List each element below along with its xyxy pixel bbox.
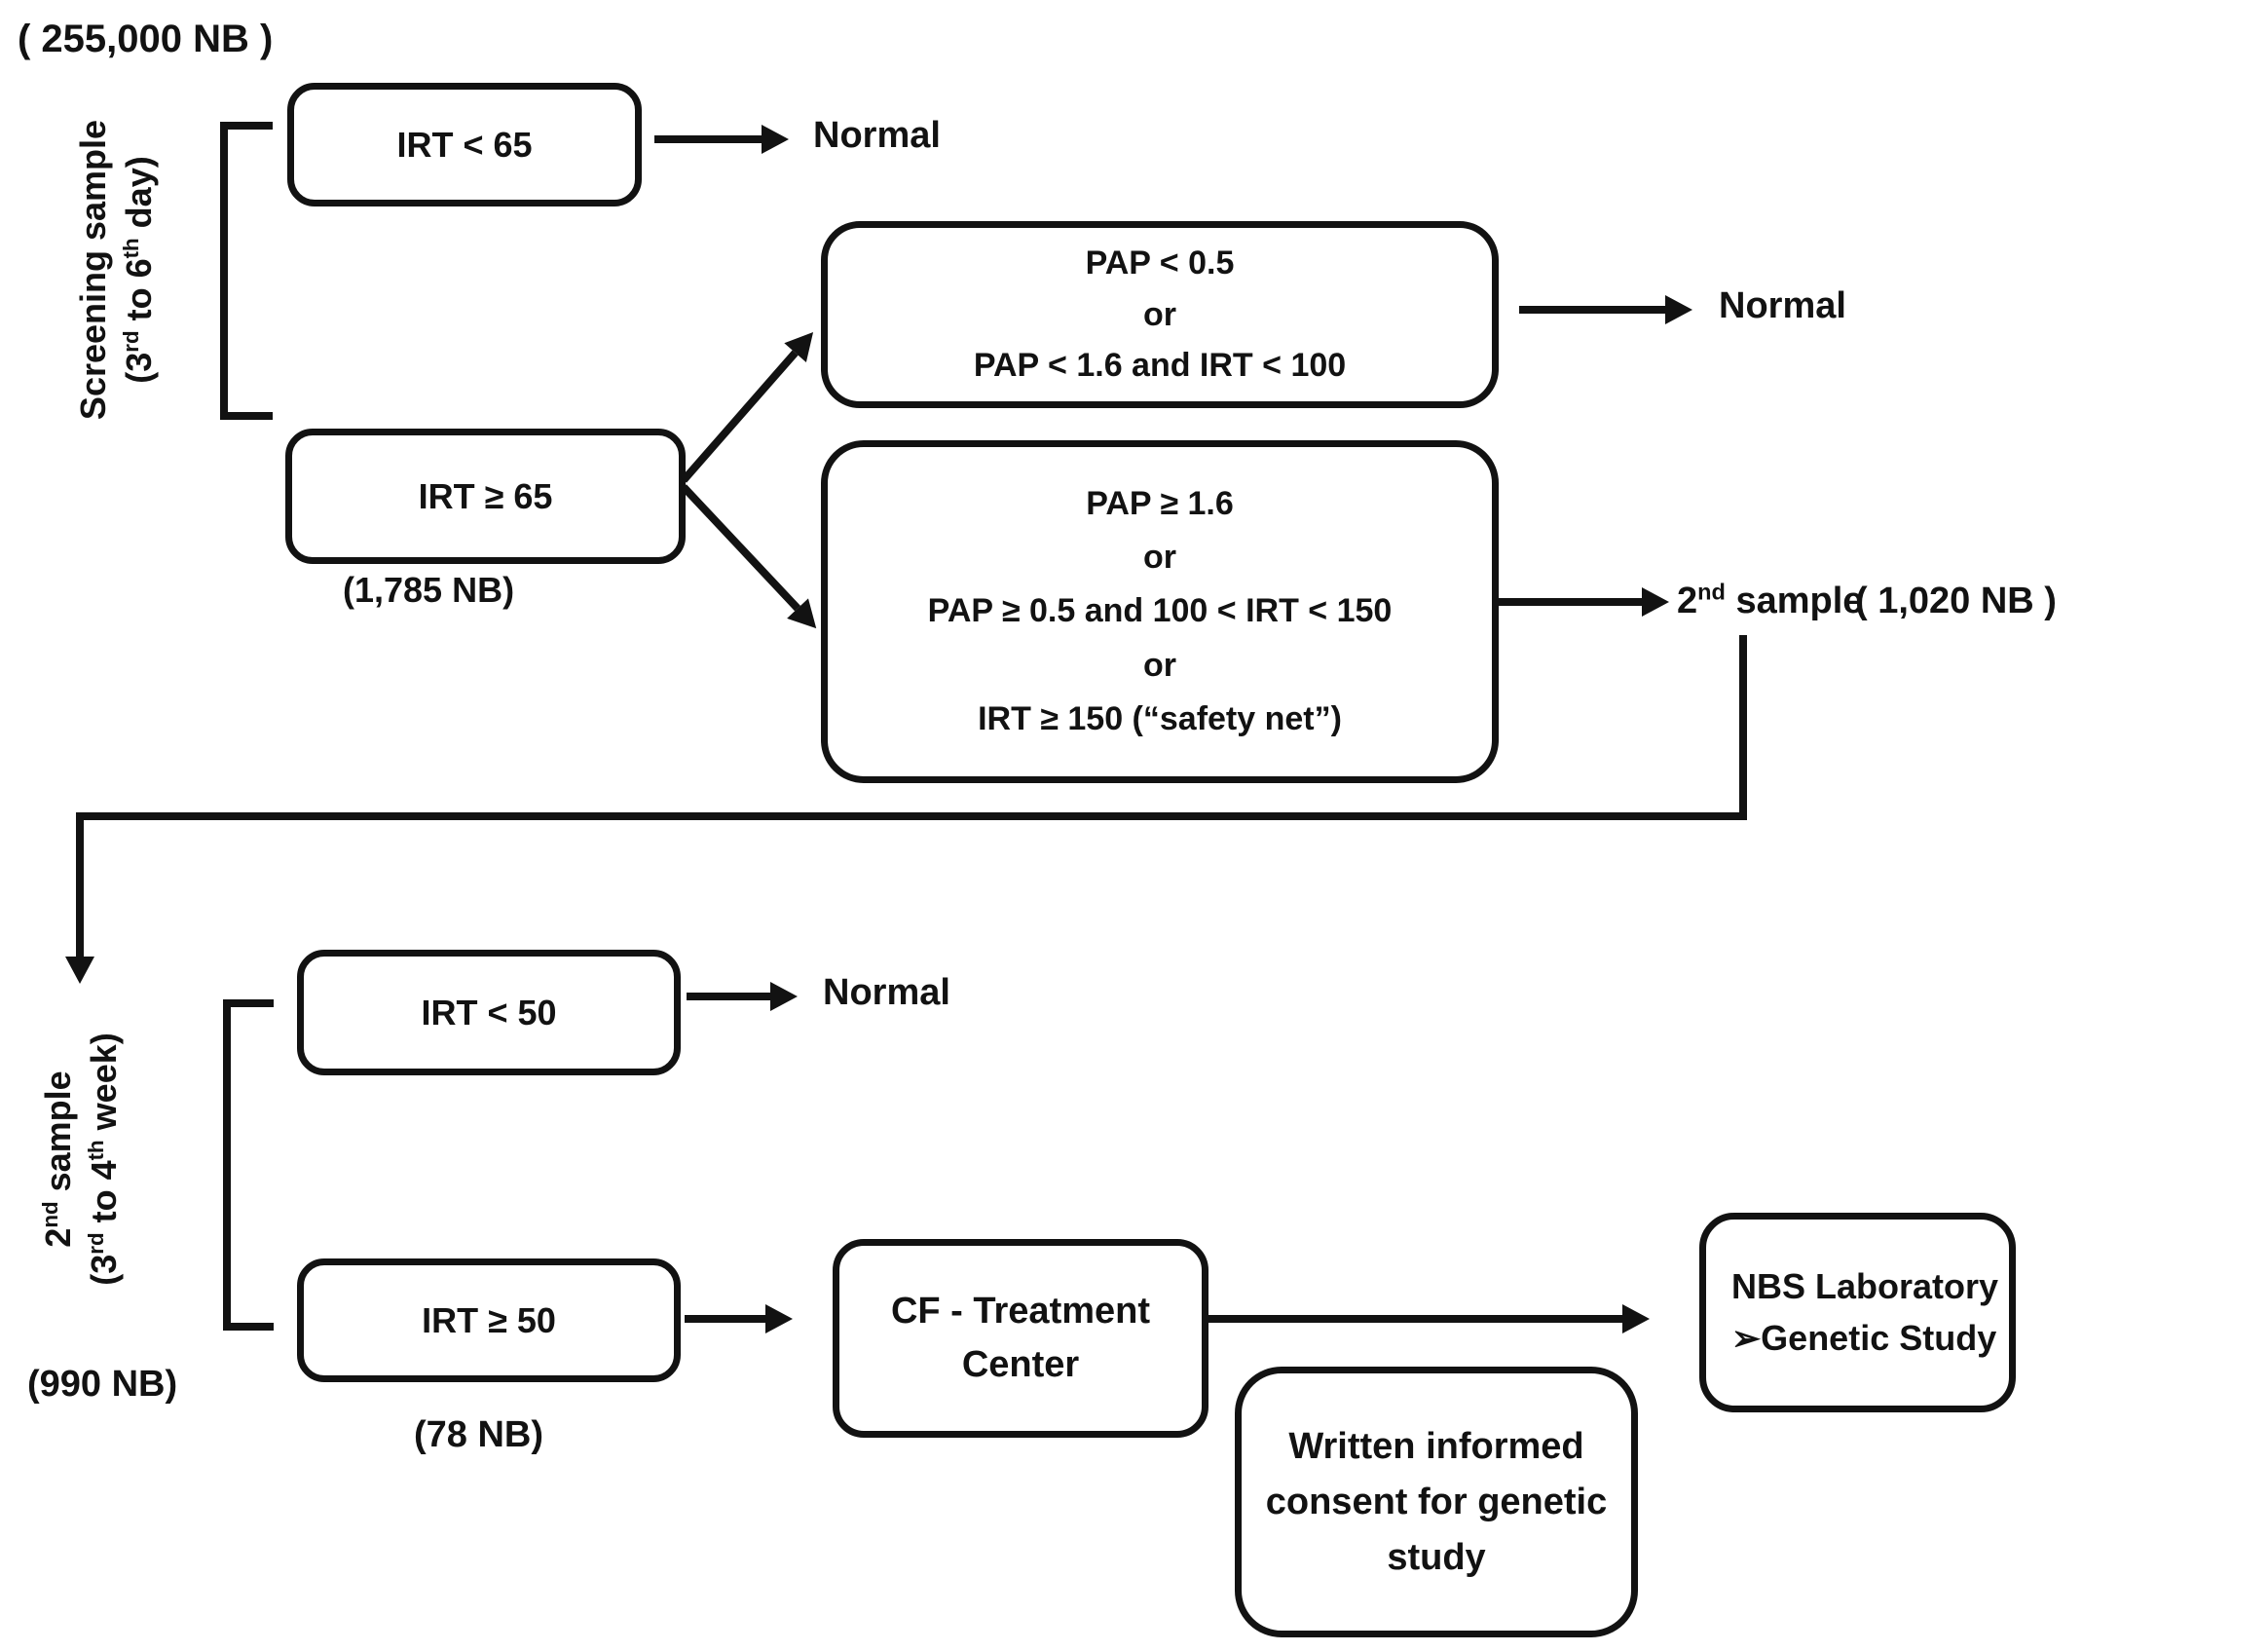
arrow-cf-to-nbs-shaft (1208, 1315, 1624, 1323)
second-sample-total-count: (990 NB) (27, 1364, 178, 1405)
consent-line1: Written informed (1288, 1425, 1584, 1467)
second-sample-ref-label: 2nd sample (1677, 579, 1864, 621)
arrow-irt-lt-50-to-normal-head (770, 982, 798, 1011)
arrow-irt-ge-65-to-pap-positive (681, 484, 828, 639)
normal-result-3: Normal (823, 972, 950, 1013)
nbs-laboratory-box: NBS Laboratory ➢Genetic Study (1699, 1213, 2016, 1412)
irt-ge-50-box: IRT ≥ 50 (297, 1258, 681, 1382)
pap-normal-line3: PAP < 1.6 and IRT < 100 (973, 347, 1347, 385)
pap-positive-line5: IRT ≥ 150 (“safety net”) (978, 699, 1342, 737)
arrow-pap-normal-to-normal-shaft (1519, 306, 1667, 314)
irt-ge-50-label: IRT ≥ 50 (422, 1299, 556, 1340)
nbs-lab-line1: NBS Laboratory (1731, 1266, 1999, 1307)
consent-line3: study (1387, 1536, 1486, 1578)
screening-stage-label: Screening sample (3rd to 6th day) (71, 120, 163, 420)
arrow-bullet-icon: ➢ (1731, 1317, 1762, 1358)
connector-arrowhead-down (65, 957, 94, 984)
connector-horizontal (76, 812, 1747, 820)
screening-branch-bracket (220, 122, 273, 420)
irt-lt-65-label: IRT < 65 (396, 124, 533, 165)
arrow-shaft (680, 350, 799, 483)
arrow-irt-ge-65-to-pap-normal (680, 322, 825, 483)
pap-positive-line2: or (1143, 539, 1176, 577)
connector-down-left (76, 812, 84, 958)
pap-normal-line1: PAP < 0.5 (1085, 244, 1235, 282)
second-stage-label: 2nd sample (3rd to 4th week) (36, 1032, 128, 1285)
connector-down-from-2nd-sample (1739, 635, 1747, 820)
nbs-lab-line2: ➢Genetic Study (1731, 1317, 1997, 1358)
pap-positive-line4: or (1143, 646, 1176, 684)
written-consent-box: Written informed consent for genetic stu… (1235, 1367, 1638, 1637)
second-stage-label-line2: (3rd to 4th week) (84, 1032, 124, 1286)
cf-treatment-line2: Center (961, 1344, 1080, 1385)
arrow-pap-positive-to-2nd-sample-head (1642, 587, 1669, 617)
arrow-shaft (681, 484, 800, 612)
arrow-cf-to-nbs-head (1622, 1304, 1650, 1333)
arrow-irt-ge-50-to-cf-shaft (685, 1315, 767, 1323)
second-sample-count: ( 1,020 NB ) (1855, 581, 2057, 621)
normal-result-2: Normal (1719, 285, 1846, 326)
cf-treatment-line1: CF - Treatment (890, 1290, 1151, 1332)
arrow-irt-lt-65-to-normal-shaft (654, 135, 763, 143)
total-newborns-count: ( 255,000 NB ) (18, 18, 274, 60)
second-stage-label-line1: 2nd sample (38, 1070, 79, 1248)
arrow-irt-ge-50-to-cf-head (765, 1304, 793, 1333)
pap-positive-criteria-box: PAP ≥ 1.6 or PAP ≥ 0.5 and 100 < IRT < 1… (821, 440, 1499, 783)
second-branch-bracket (223, 999, 274, 1331)
irt-ge-50-count: (78 NB) (414, 1414, 544, 1455)
arrow-irt-lt-65-to-normal-head (762, 125, 789, 154)
irt-ge-65-count: (1,785 NB) (343, 570, 515, 610)
irt-ge-65-box: IRT ≥ 65 (285, 429, 686, 564)
pap-normal-criteria-box: PAP < 0.5 or PAP < 1.6 and IRT < 100 (821, 221, 1499, 408)
arrow-pap-positive-to-2nd-sample-shaft (1498, 598, 1644, 606)
irt-lt-50-box: IRT < 50 (297, 950, 681, 1075)
consent-line2: consent for genetic (1265, 1481, 1608, 1522)
cf-treatment-center-box: CF - Treatment Center (833, 1239, 1208, 1438)
irt-lt-65-box: IRT < 65 (287, 83, 642, 206)
pap-positive-line3: PAP ≥ 0.5 and 100 < IRT < 150 (927, 592, 1393, 630)
irt-lt-50-label: IRT < 50 (421, 992, 557, 1032)
normal-result-1: Normal (813, 115, 941, 156)
pap-positive-line1: PAP ≥ 1.6 (1086, 485, 1234, 523)
arrow-irt-lt-50-to-normal-shaft (687, 993, 772, 1000)
screening-stage-label-line2: (3rd to 6th day) (119, 156, 159, 384)
screening-stage-label-line1: Screening sample (73, 119, 114, 421)
pap-normal-line2: or (1143, 295, 1176, 333)
irt-ge-65-label: IRT ≥ 65 (418, 475, 553, 516)
arrow-pap-normal-to-normal-head (1665, 295, 1692, 324)
